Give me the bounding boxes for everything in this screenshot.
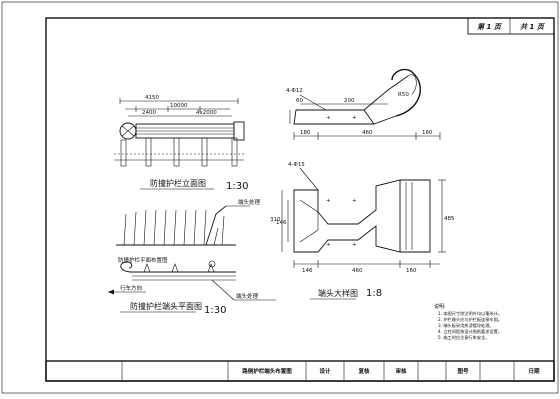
detail-view: 端头处理 行车方向 防撞护栏端头平面图 1:30 bbox=[108, 260, 276, 316]
top-radius: R50 bbox=[398, 92, 409, 98]
plan-leader-label: 端头处理 bbox=[238, 198, 261, 206]
note-line-3: 3. 端头板采用热浸镀锌处理。 bbox=[438, 322, 494, 329]
svg-text:+: + bbox=[326, 115, 331, 121]
end-plate-top-view: 4-Φ12 60 200 R50 + + 180 460 160 bbox=[286, 68, 441, 140]
top-dim-180: 180 bbox=[300, 130, 311, 136]
title-block-label-1: 设计 bbox=[319, 367, 331, 375]
sheet-header-left: 第 1 页 bbox=[477, 22, 503, 31]
elev-dim-4: 4x2000 bbox=[196, 110, 217, 116]
elevation-view: 4150 10000 2400 4x2000 防撞护栏立面图 bbox=[114, 95, 248, 192]
elevation-posts bbox=[120, 137, 238, 167]
bottom-dim-146: 146 bbox=[276, 220, 287, 226]
plan-caption: 防撞护栏平面布置图 bbox=[118, 256, 168, 264]
title-block-label-2: 复核 bbox=[357, 367, 370, 375]
notes-block: 说明: 1. 本图尺寸除注明外均以毫米计。 2. 护栏端头应与护栏板连接牢固。 … bbox=[434, 303, 502, 341]
svg-text:+: + bbox=[326, 242, 331, 248]
elev-dim-2: 10000 bbox=[170, 103, 188, 109]
top-dim-60: 60 bbox=[296, 98, 303, 104]
svg-text:+: + bbox=[352, 198, 357, 204]
detail-scale: 1:30 bbox=[204, 305, 226, 316]
traffic-direction: 行车方向 bbox=[120, 284, 142, 292]
bottom-dim-310: 310 bbox=[270, 217, 281, 223]
sheet-header: 第 1 页 共 1 页 bbox=[467, 17, 555, 35]
svg-text:+: + bbox=[352, 242, 357, 248]
top-callout: 4-Φ12 bbox=[286, 88, 303, 94]
end-plate-bottom-view: 4-Φ15 + + + + 310 146 485 146 460 160 端头 bbox=[270, 162, 455, 300]
svg-text:+: + bbox=[326, 198, 331, 204]
bottom-dim-146b: 146 bbox=[302, 268, 313, 274]
detail-caption: 防撞护栏端头平面图 bbox=[130, 301, 202, 311]
bottom-dim-460: 460 bbox=[352, 268, 363, 274]
elevation-scale: 1:30 bbox=[226, 181, 248, 192]
note-line-2: 2. 护栏端头应与护栏板连接牢固。 bbox=[438, 316, 502, 323]
notes-title: 说明: bbox=[434, 303, 446, 310]
title-block-label-5: 日期 bbox=[528, 367, 540, 375]
plan-view: 端头处理 防撞护栏平面布置图 bbox=[116, 198, 261, 264]
elev-dim-3: 2400 bbox=[142, 110, 156, 116]
bottom-callout: 4-Φ15 bbox=[288, 162, 305, 168]
title-block: 路侧护栏端头布置图 设计 复核 审核 图号 日期 bbox=[45, 360, 555, 382]
elev-dim-1: 4150 bbox=[145, 95, 159, 101]
svg-text:+: + bbox=[352, 115, 357, 121]
title-block-label-3: 审核 bbox=[395, 367, 407, 375]
title-block-drawing-title: 路侧护栏端头布置图 bbox=[242, 367, 292, 375]
top-dim-200: 200 bbox=[344, 98, 355, 104]
bottom-dim-160: 160 bbox=[406, 268, 417, 274]
note-line-5: 5. 施工时应注意行车安全。 bbox=[438, 334, 489, 341]
sheet-header-right: 共 1 页 bbox=[520, 23, 546, 31]
note-line-4: 4. 立柱间距按设计图纸要求设置。 bbox=[438, 328, 502, 335]
elevation-caption: 防撞护栏立面图 bbox=[150, 178, 206, 188]
bottom-side-dim: 485 bbox=[444, 216, 455, 222]
note-line-1: 1. 本图尺寸除注明外均以毫米计。 bbox=[438, 310, 502, 317]
detail-leader-label: 端头处理 bbox=[236, 292, 259, 300]
top-dim-460: 460 bbox=[362, 130, 373, 136]
end-detail-caption: 端头大样图 bbox=[318, 288, 358, 298]
end-detail-scale: 1:8 bbox=[366, 288, 382, 299]
title-block-label-4: 图号 bbox=[457, 367, 469, 375]
top-dim-160: 160 bbox=[422, 130, 433, 136]
